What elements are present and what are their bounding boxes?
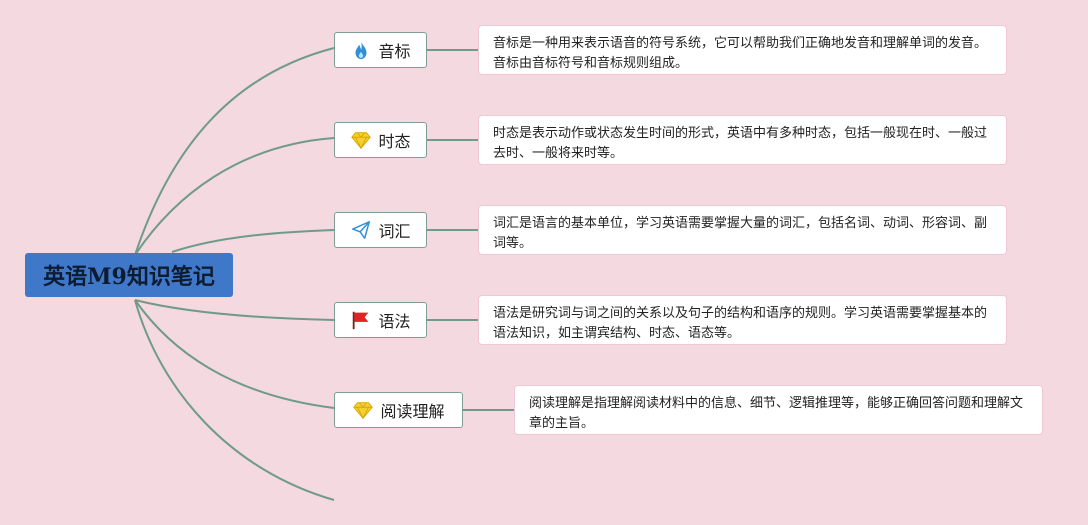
topic-tense[interactable]: 时态: [334, 122, 427, 158]
diamond-icon: [352, 399, 374, 421]
topic-label: 音标: [378, 42, 411, 61]
branch-line: [134, 299, 335, 409]
topic-label: 时态: [378, 132, 411, 151]
root-topic[interactable]: 英语M9知识笔记: [25, 253, 233, 297]
branch-line: [134, 137, 335, 256]
note-text: 音标是一种用来表示语音的符号系统，它可以帮助我们正确地发音和理解单词的发音。音标…: [493, 36, 988, 71]
diamond-icon: [350, 129, 372, 151]
red-flag-icon: [350, 309, 372, 331]
branch-line: [134, 299, 335, 321]
note-phonetics: 音标是一种用来表示语音的符号系统，它可以帮助我们正确地发音和理解单词的发音。音标…: [478, 25, 1007, 75]
topic-label: 阅读理解: [380, 402, 445, 421]
note-vocabulary: 词汇是语言的基本单位，学习英语需要掌握大量的词汇，包括名词、动词、形容词、副词等…: [478, 205, 1007, 255]
note-text: 词汇是语言的基本单位，学习英语需要掌握大量的词汇，包括名词、动词、形容词、副词等…: [493, 216, 988, 251]
topic-vocabulary[interactable]: 词汇: [334, 212, 427, 248]
topic-label: 语法: [378, 312, 411, 331]
flame-icon: [350, 39, 372, 61]
topic-phonetics[interactable]: 音标: [334, 32, 427, 68]
note-grammar: 语法是研究词与词之间的关系以及句子的结构和语序的规则。学习英语需要掌握基本的语法…: [478, 295, 1007, 345]
note-text: 时态是表示动作或状态发生时间的形式，英语中有多种时态，包括一般现在时、一般过去时…: [493, 126, 988, 161]
paper-plane-icon: [350, 219, 372, 241]
note-text: 语法是研究词与词之间的关系以及句子的结构和语序的规则。学习英语需要掌握基本的语法…: [493, 306, 988, 341]
note-tense: 时态是表示动作或状态发生时间的形式，英语中有多种时态，包括一般现在时、一般过去时…: [478, 115, 1007, 165]
branch-line: [134, 299, 335, 501]
branch-line: [171, 229, 335, 253]
root-title: 英语M9知识笔记: [43, 264, 215, 290]
branch-line: [134, 47, 335, 256]
topic-label: 词汇: [378, 222, 411, 241]
note-reading: 阅读理解是指理解阅读材料中的信息、细节、逻辑推理等，能够正确回答问题和理解文章的…: [514, 385, 1043, 435]
topic-reading[interactable]: 阅读理解: [334, 392, 463, 428]
topic-grammar[interactable]: 语法: [334, 302, 427, 338]
note-text: 阅读理解是指理解阅读材料中的信息、细节、逻辑推理等，能够正确回答问题和理解文章的…: [529, 396, 1024, 431]
